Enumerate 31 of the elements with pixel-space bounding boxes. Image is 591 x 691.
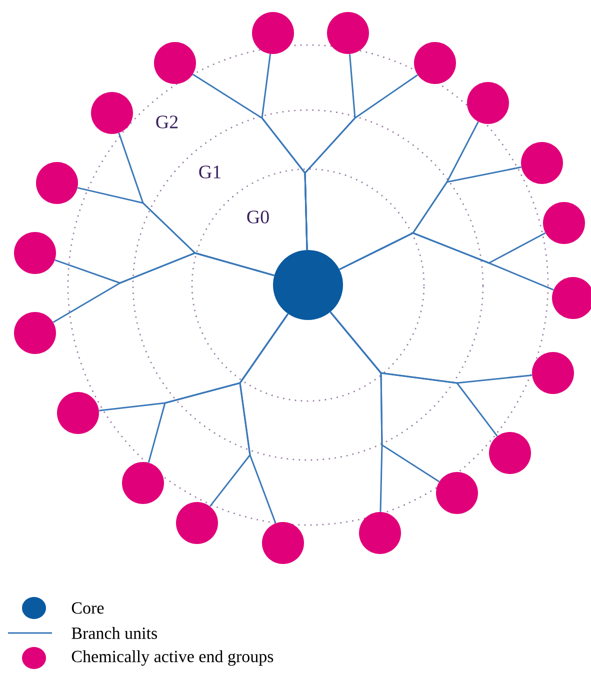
generation-label: G1 — [199, 166, 220, 178]
legend-text: Core — [72, 602, 104, 614]
branch-line — [98, 314, 289, 412]
legend-text: Chemically active end groups — [72, 650, 274, 666]
end-group-circle — [543, 202, 585, 244]
end-group-circle — [176, 502, 218, 544]
generation-label: G2 — [156, 116, 178, 128]
end-group-circle — [359, 512, 401, 554]
end-group-circle — [327, 12, 369, 54]
end-group-circle — [489, 432, 531, 474]
end-group-circle — [436, 472, 478, 514]
end-group-circle — [57, 392, 99, 434]
end-group-circle — [91, 92, 133, 134]
legend-text: Branch units — [72, 627, 157, 639]
end-group-circle — [14, 232, 56, 274]
end-group-circle — [521, 142, 563, 184]
end-group-circle — [154, 42, 196, 84]
branch-line — [330, 312, 383, 512]
end-group-circle — [467, 82, 509, 124]
core-circle — [273, 250, 343, 320]
branch-line — [339, 232, 554, 291]
end-group-circle — [414, 42, 456, 84]
end-group-circle — [532, 352, 574, 394]
end-group-circle — [14, 312, 56, 354]
generation-label: G0 — [247, 210, 269, 224]
end-group-circle — [36, 162, 78, 204]
end-group-circle — [252, 12, 294, 54]
end-group-circle — [122, 462, 164, 504]
branch-line — [118, 132, 274, 276]
branch-line — [192, 74, 308, 250]
end-group-circle — [262, 522, 304, 564]
